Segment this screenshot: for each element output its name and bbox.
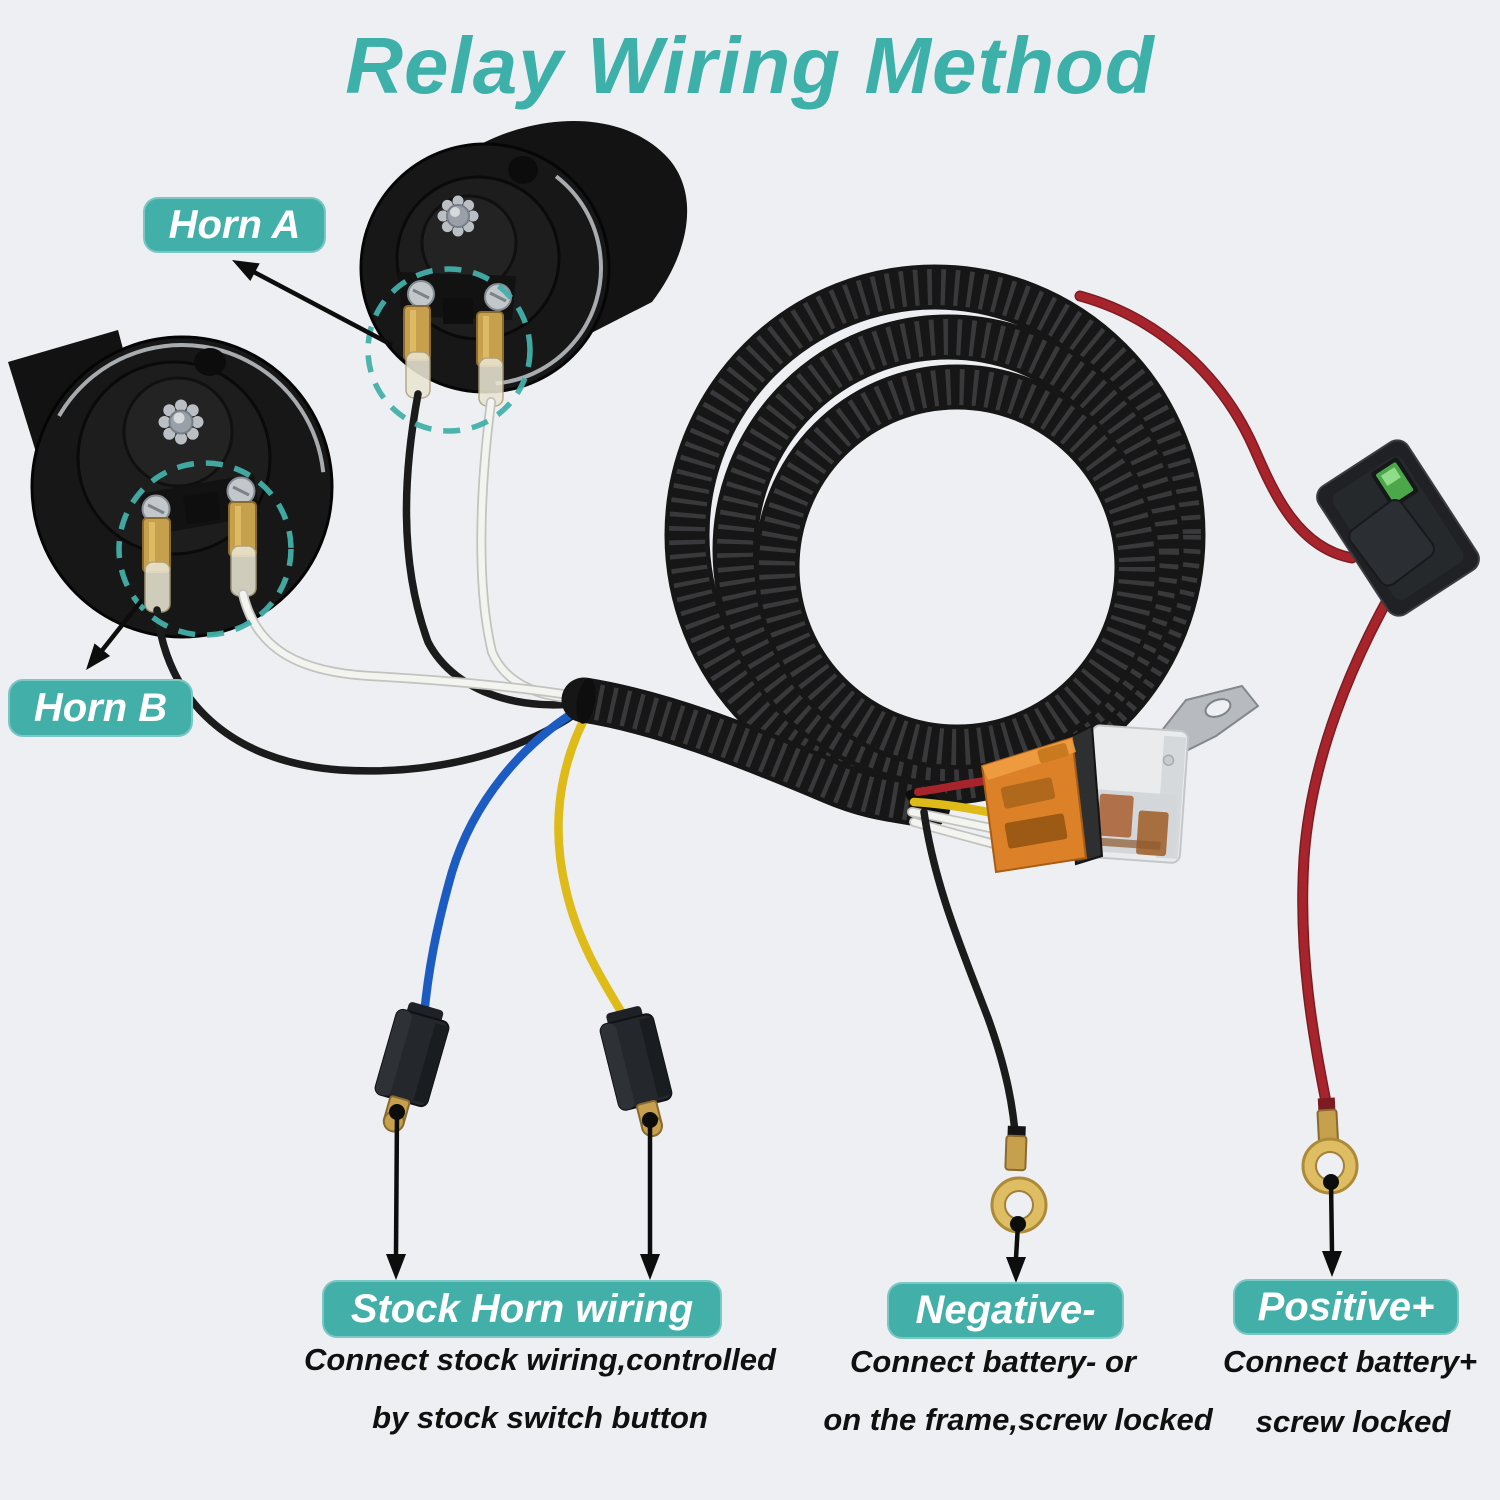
- relay-junction-wires: [907, 776, 1020, 1150]
- label-horn-a: Horn A: [143, 197, 326, 253]
- callout-positive-line2: screw locked: [1255, 1404, 1451, 1439]
- label-horn-b: Horn B: [8, 679, 193, 737]
- arrow-positive: [1322, 1174, 1342, 1277]
- callout-stock-line1: Connect stock wiring,controlled: [304, 1342, 776, 1377]
- relay-socket-orange: [980, 736, 1088, 874]
- page-title: Relay Wiring Method: [345, 21, 1155, 110]
- positive-feed-wire: [1074, 290, 1358, 564]
- callout-positive-heading: Positive+: [1233, 1279, 1459, 1335]
- relay-body: [1083, 724, 1190, 864]
- callout-negative-heading: Negative-: [887, 1282, 1124, 1339]
- callout-negative-line1: Connect battery- or: [850, 1344, 1136, 1379]
- annotation-arrows: [86, 260, 1342, 1283]
- callout-stock-heading: Stock Horn wiring: [322, 1280, 722, 1338]
- callout-stock-line2: by stock switch button: [372, 1400, 708, 1435]
- arrow-stock-blue: [386, 1104, 406, 1280]
- arrow-negative: [1006, 1216, 1026, 1283]
- callout-negative-line2: on the frame,screw locked: [823, 1402, 1213, 1437]
- callout-positive-line1: Connect battery+: [1222, 1344, 1478, 1379]
- ring-terminal-positive: [1301, 1097, 1359, 1195]
- inline-fuse-holder-icon: [1316, 439, 1480, 617]
- stock-connector-yellow: [599, 1006, 673, 1138]
- horn-b-bolt-washer: [158, 399, 204, 445]
- arrow-stock-yellow: [640, 1112, 660, 1280]
- corrugated-loom-coil-icon: [664, 264, 1206, 821]
- relay-with-orange-socket-icon: [980, 684, 1260, 874]
- highlight-circle-horn-a: [365, 266, 533, 434]
- horn-a-icon: [359, 120, 688, 407]
- arrow-horn-b: [86, 598, 144, 670]
- highlight-circle-horn-b: [116, 460, 294, 638]
- arrow-horn-a: [232, 260, 394, 347]
- positive-ring-wire: [1297, 582, 1400, 1108]
- stock-connector-blue: [374, 1002, 450, 1133]
- horn-b-icon: [8, 330, 334, 639]
- fuse-green: [1376, 462, 1414, 503]
- ring-terminal-negative: [990, 1125, 1048, 1234]
